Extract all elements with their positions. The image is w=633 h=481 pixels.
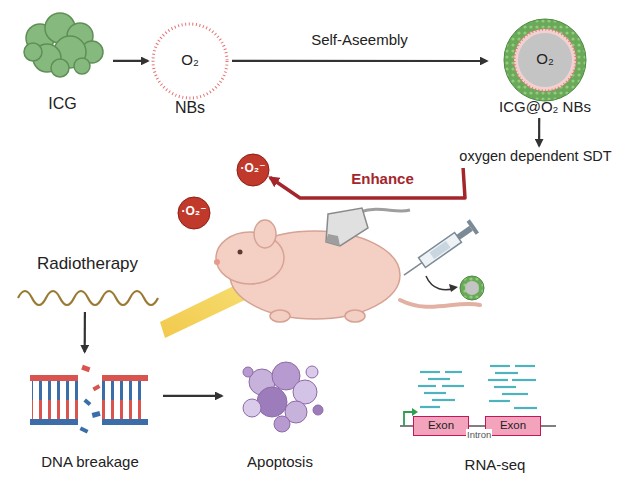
exon-box: Exon bbox=[413, 416, 469, 436]
connector-arrow bbox=[163, 395, 222, 397]
superoxide-circle: ·O₂⁻ bbox=[236, 153, 270, 187]
icg-nanobubble-node: O₂ ICG@O₂ NBs bbox=[487, 18, 603, 118]
intron-label: Intron bbox=[466, 429, 492, 440]
circle-fill bbox=[178, 197, 210, 229]
syringe bbox=[399, 219, 479, 281]
sequencing-reads bbox=[418, 366, 537, 408]
node-text: O₂ bbox=[148, 51, 232, 69]
icg-label-node: ICG bbox=[12, 8, 113, 116]
apoptotic-cells bbox=[243, 362, 323, 432]
edge-label: Self-Aseembly bbox=[309, 31, 410, 49]
connector-arrow bbox=[270, 168, 465, 198]
connector-arrow bbox=[113, 60, 148, 62]
node-text: ICG bbox=[12, 94, 113, 113]
node-text: Radiotherapy bbox=[12, 254, 163, 274]
node-text: O₂ bbox=[487, 50, 603, 68]
node-text: ·O₂⁻ bbox=[236, 161, 270, 175]
node-text: Exon bbox=[486, 419, 540, 433]
dna-strand bbox=[30, 365, 148, 434]
node-text: Apoptosis bbox=[222, 453, 338, 471]
connector-arrow bbox=[84, 312, 86, 352]
ultrasound-probe bbox=[326, 208, 410, 246]
sdt-node: oxygen dependent SDT bbox=[445, 146, 626, 168]
circle-fill bbox=[237, 154, 269, 186]
radiotherapy-node: Radiotherapy bbox=[12, 252, 163, 312]
nanobubble-node: O₂ NBs bbox=[148, 22, 232, 117]
promoter-arrow-head bbox=[412, 408, 418, 416]
node-text: ·O₂⁻ bbox=[177, 204, 211, 218]
dna-breakage-node: DNA breakage bbox=[17, 352, 163, 474]
apoptosis-node: Apoptosis bbox=[222, 352, 338, 474]
connector-arrow bbox=[232, 60, 487, 62]
node-text: NBs bbox=[148, 98, 232, 117]
injection-arrow-head bbox=[449, 284, 458, 292]
icg-molecule bbox=[24, 13, 103, 77]
radiation-wave bbox=[18, 291, 158, 305]
node-text: RNA-seq bbox=[447, 456, 543, 474]
node-text: ICG@O₂ NBs bbox=[487, 98, 603, 116]
node-text: Exon bbox=[414, 419, 468, 433]
exon-box: Exon bbox=[485, 416, 541, 436]
edge-label: Enhance bbox=[349, 170, 416, 188]
node-text: DNA breakage bbox=[17, 453, 163, 471]
connector-arrow bbox=[538, 118, 540, 146]
small-nanobubble bbox=[460, 276, 484, 300]
node-text: oxygen dependent SDT bbox=[445, 148, 626, 165]
superoxide-circle: ·O₂⁻ bbox=[177, 196, 211, 230]
rna-seq-node: RNA-seq bbox=[447, 455, 543, 477]
